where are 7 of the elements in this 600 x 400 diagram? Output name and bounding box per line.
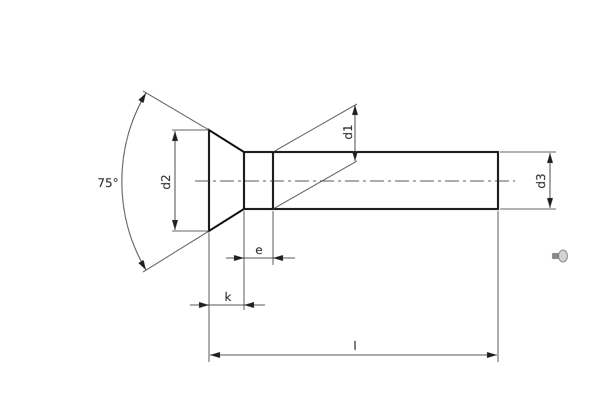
dimension-label: d3 xyxy=(534,173,548,189)
dimension-label: d1 xyxy=(341,124,355,140)
angle-label: 75° xyxy=(97,176,119,190)
dimension-label: d2 xyxy=(159,174,173,190)
dimension-label: k xyxy=(224,290,232,304)
dimension-label: l xyxy=(353,339,357,353)
dimension-label: e xyxy=(255,243,263,257)
